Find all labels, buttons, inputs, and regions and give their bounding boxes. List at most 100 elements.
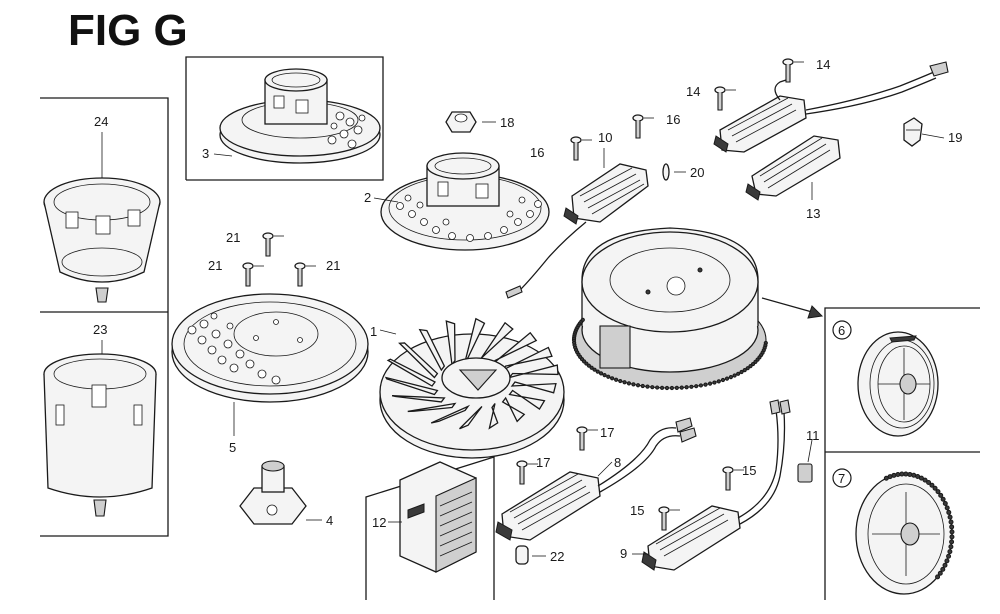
part-6-flywheel-alt <box>857 331 939 437</box>
callout-21-right: 21 <box>326 258 340 273</box>
callout-21-top: 21 <box>226 230 240 245</box>
callout-21-left: 21 <box>208 258 222 273</box>
gear-tooth <box>946 509 952 515</box>
bolt-21-right <box>294 262 316 287</box>
gear-tooth <box>926 479 932 485</box>
fan-blade <box>459 405 483 430</box>
callout-22: 22 <box>550 549 564 564</box>
bolt-21-left <box>242 262 264 287</box>
part-22-sleeve <box>515 545 529 565</box>
callout-11: 11 <box>806 428 820 443</box>
gear-tooth <box>679 385 684 390</box>
callout-3: 3 <box>202 146 209 161</box>
gear-tooth <box>903 471 909 477</box>
callout-14-left: 14 <box>686 84 700 99</box>
part-9-ignition-coil <box>641 399 791 571</box>
callout-24: 24 <box>94 114 108 129</box>
gear-tooth <box>618 378 623 384</box>
gear-tooth <box>948 544 954 550</box>
gear-tooth <box>938 492 944 498</box>
part-7-flywheel-gear <box>855 471 955 595</box>
fan-blade <box>398 342 439 379</box>
gear-tooth <box>595 369 600 374</box>
flywheel <box>571 227 768 391</box>
gear-tooth <box>932 485 938 491</box>
gear-tooth <box>949 524 955 530</box>
callout-7: 7 <box>838 471 845 486</box>
gear-tooth <box>728 375 733 380</box>
callout-20: 20 <box>690 165 704 180</box>
bolt-15-right <box>722 466 744 491</box>
fan-blade <box>501 396 526 423</box>
fan-blade <box>488 403 499 430</box>
gear-tooth <box>712 380 717 385</box>
callout-8: 8 <box>614 455 621 470</box>
gear-tooth <box>948 519 954 525</box>
callout-18: 18 <box>500 115 514 130</box>
bolt-16-left <box>570 136 592 161</box>
gear-tooth <box>942 562 948 568</box>
gear-tooth <box>698 383 704 388</box>
callout-15-left: 15 <box>630 503 644 518</box>
panel-box-alt-flywheels <box>824 307 980 600</box>
part-24-starter-cup <box>43 177 161 303</box>
gear-tooth <box>942 500 948 506</box>
gear-tooth <box>635 383 641 388</box>
gear-tooth <box>716 379 721 384</box>
gear-tooth <box>703 382 708 387</box>
callout-17-right: 17 <box>600 425 614 440</box>
part-4-ratchet <box>239 460 307 525</box>
part-23-starter-cup-inner <box>43 353 157 517</box>
gear-tooth <box>736 371 741 376</box>
part-10-charge-coil <box>505 163 649 299</box>
callout-12: 12 <box>372 515 386 530</box>
fan-blade <box>510 381 557 394</box>
bolt-15-left <box>658 506 680 531</box>
bolt-14-left <box>714 86 736 111</box>
fan-blade <box>430 404 471 424</box>
gear-tooth <box>586 363 591 368</box>
gear-tooth <box>626 381 632 386</box>
part-20-clip <box>662 163 670 181</box>
part-2-rotating-screen <box>380 152 550 251</box>
callout-23: 23 <box>93 322 107 337</box>
gear-tooth <box>742 368 747 373</box>
gear-tooth <box>614 377 619 382</box>
gear-tooth <box>748 364 753 369</box>
gear-tooth <box>707 381 713 386</box>
bolt-17-left <box>516 460 538 485</box>
bolt-17-right <box>576 426 598 451</box>
bolt-16-right <box>632 114 654 139</box>
gear-tooth <box>606 374 611 379</box>
gear-tooth <box>694 384 699 389</box>
ring-gear-teeth <box>571 317 768 391</box>
gear-tooth <box>929 482 935 488</box>
callout-16-right: 16 <box>666 112 680 127</box>
gear-tooth <box>944 558 950 564</box>
part-8-exciter-coil <box>495 417 697 541</box>
part-18-nut <box>445 111 477 133</box>
gear-tooth <box>947 514 953 520</box>
gear-tooth <box>935 489 941 495</box>
alternate-parts-arrow <box>761 297 824 319</box>
gear-tooth <box>640 383 645 389</box>
part-5-cover-plate <box>171 293 369 403</box>
callout-19: 19 <box>948 130 962 145</box>
gear-tooth <box>589 365 594 370</box>
fan-blade <box>386 358 436 387</box>
callout-1: 1 <box>370 324 377 339</box>
callout-5: 5 <box>229 440 236 455</box>
gear-tooth <box>631 382 636 387</box>
gear-tooth <box>891 472 897 478</box>
gear-tooth <box>650 385 655 390</box>
gear-tooth <box>674 385 679 390</box>
gear-tooth <box>937 570 943 576</box>
fan-blade <box>391 395 446 403</box>
gear-tooth <box>949 539 955 545</box>
gear-tooth <box>745 366 750 371</box>
bolt-callout-labels: 14 14 16 16 17 17 15 15 21 21 21 <box>208 57 830 518</box>
fan-blades <box>384 317 559 430</box>
part-3-starter-pulley <box>219 68 381 164</box>
gear-tooth <box>732 373 737 378</box>
